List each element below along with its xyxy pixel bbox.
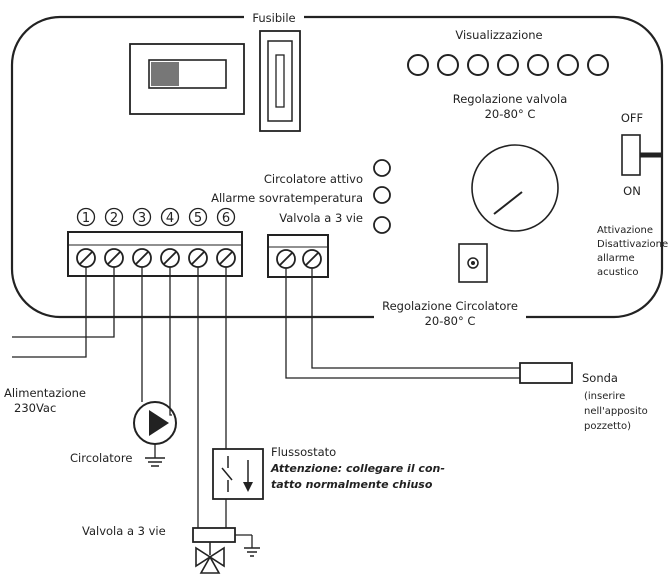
terminal-numbers: 1 2 3 4 5 6: [76, 207, 236, 227]
valvola-3vie-label: Valvola a 3 vie: [82, 524, 166, 538]
svg-text:1: 1: [82, 211, 90, 226]
fuse-holder: [259, 30, 301, 132]
terminal-block-main: [67, 231, 243, 277]
alarm-toggle-switch[interactable]: [621, 134, 661, 176]
attivazione-label: Attivazione Disattivazione allarme acust…: [597, 225, 670, 278]
power-supply-wires: [12, 267, 115, 358]
flussostato-label: Flussostato: [271, 445, 336, 459]
regolazione-circolatore-label: Regolazione Circolatore: [382, 299, 518, 313]
sonda-note: (inserire nell'apposito pozzetto): [584, 391, 651, 432]
attenzione-note: Attenzione: collegare il con- tatto norm…: [270, 462, 449, 491]
circolatore-attivo-label: Circolatore attivo: [264, 172, 363, 186]
allarme-label: Allarme sovratemperatura: [211, 191, 363, 205]
terminal-screw: [302, 249, 322, 269]
valvola-3vie-led-label: Valvola a 3 vie: [279, 211, 363, 225]
regolazione-circolatore-range: 20-80° C: [425, 314, 476, 328]
svg-text:2: 2: [110, 211, 118, 226]
three-way-valve: [192, 267, 260, 574]
terminal-number: 6: [216, 207, 236, 227]
terminal-block-probe: [267, 234, 329, 278]
terminal-screw: [188, 248, 208, 268]
temperature-probe: [285, 268, 573, 384]
terminal-number: 4: [160, 207, 180, 227]
terminal-screw: [160, 248, 180, 268]
circulator-trimmer[interactable]: [458, 243, 488, 283]
circulator-pump: [133, 267, 177, 467]
circolatore-label: Circolatore: [70, 451, 132, 465]
sonda-label: Sonda: [582, 371, 618, 385]
fusibile-label: Fusibile: [252, 11, 295, 25]
svg-text:4: 4: [166, 211, 174, 226]
terminal-number: 2: [104, 207, 124, 227]
svg-text:3: 3: [138, 211, 146, 226]
terminal-screw: [216, 248, 236, 268]
svg-text:6: 6: [222, 211, 230, 226]
terminal-screw: [76, 248, 96, 268]
terminal-screw: [276, 249, 296, 269]
controller-housing: [10, 15, 664, 319]
status-leds: [373, 159, 391, 234]
regolazione-valvola-label: Regolazione valvola: [453, 92, 568, 106]
visualizzazione-label: Visualizzazione: [455, 28, 542, 42]
terminal-number: 3: [132, 207, 152, 227]
terminal-number: 5: [188, 207, 208, 227]
terminal-screw: [104, 248, 124, 268]
tensione-label: 230Vac: [14, 401, 56, 415]
terminal-number: 1: [76, 207, 96, 227]
terminal-screw: [132, 248, 152, 268]
svg-text:5: 5: [194, 211, 202, 226]
regolazione-valvola-range: 20-80° C: [485, 107, 536, 121]
on-label: ON: [623, 184, 641, 198]
flow-switch: [212, 267, 264, 500]
alimentazione-label: Alimentazione: [4, 386, 86, 400]
display-led-row: [407, 54, 609, 76]
off-label: OFF: [621, 111, 643, 125]
valve-temperature-knob[interactable]: [471, 144, 559, 232]
display-window: [129, 43, 245, 115]
